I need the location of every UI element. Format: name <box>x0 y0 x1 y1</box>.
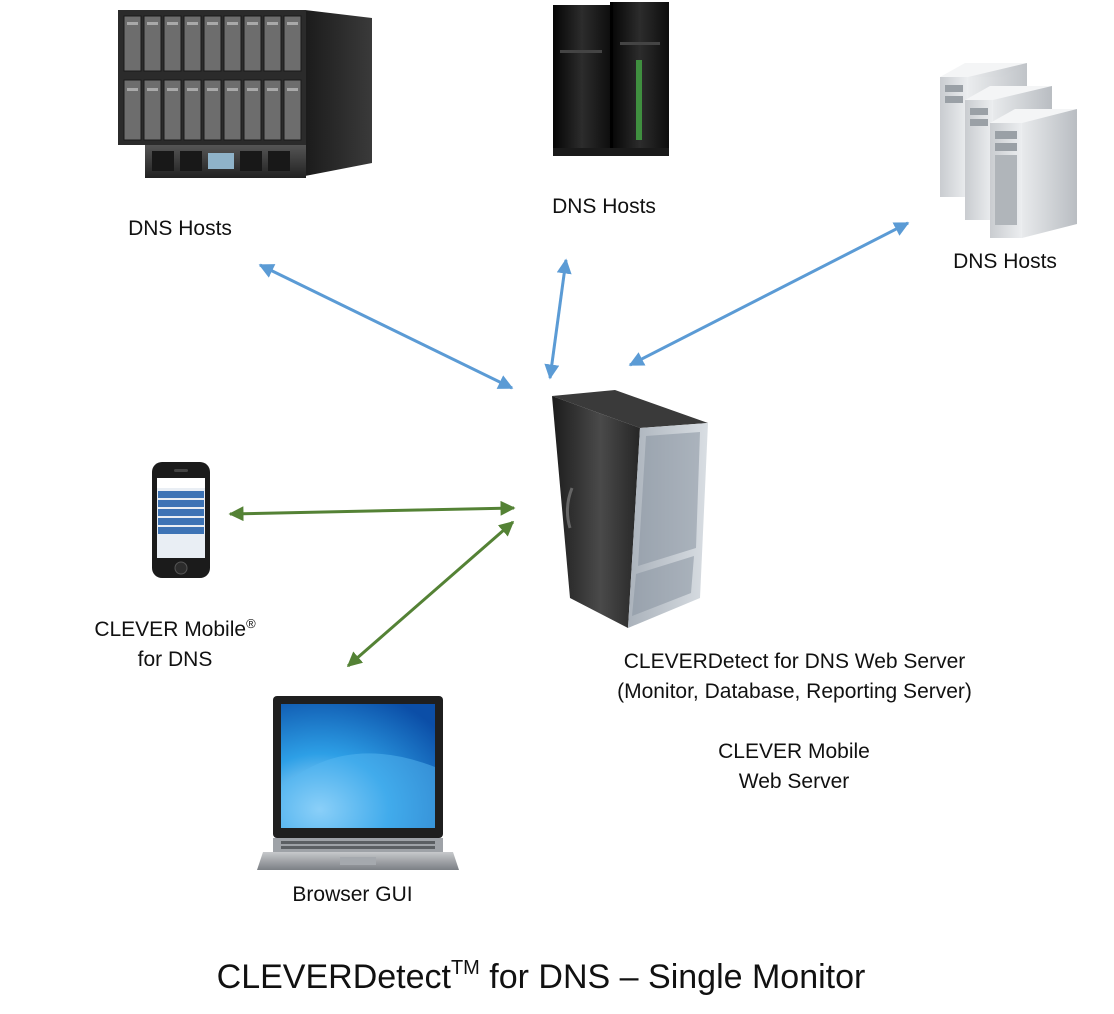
mobile-label-line1: CLEVER Mobile <box>94 618 247 641</box>
web-server-tower-icon <box>552 390 708 628</box>
title-prefix: CLEVERDetect <box>216 958 451 996</box>
mobile-phone-icon <box>152 462 210 578</box>
blade-hosts-label: DNS Hosts <box>128 217 232 240</box>
mobile-server-line1: CLEVER Mobile <box>718 740 870 763</box>
mobile-client-label: CLEVER Mobile® for DNS <box>70 609 280 675</box>
arrow-server-mainframe-hosts <box>544 258 572 380</box>
mobile-server-line2: Web Server <box>738 770 850 793</box>
rack-hosts-label: DNS Hosts <box>953 250 1057 273</box>
server-label: CLEVERDetect for DNS Web Server (Monitor… <box>592 647 997 707</box>
blade-server-enclosure-icon <box>118 10 372 178</box>
title-trademark: TM <box>450 957 480 979</box>
diagram-title: CLEVERDetectTM for DNS – Single Monitor <box>0 945 1082 1000</box>
title-suffix: for DNS – Single Monitor <box>479 958 866 996</box>
mobile-label-line2: for DNS <box>137 648 213 671</box>
rack-servers-icon <box>940 63 1077 238</box>
server-label-line1: CLEVERDetect for DNS Web Server <box>623 650 966 673</box>
server-label-line2: (Monitor, Database, Reporting Server) <box>617 680 972 703</box>
arrow-server-blade-hosts <box>258 263 514 390</box>
mainframe-hosts-label: DNS Hosts <box>552 195 656 218</box>
arrow-server-rack-hosts <box>628 221 910 367</box>
mainframe-server-icon <box>553 2 669 156</box>
browser-gui-label: Browser GUI <box>292 883 413 906</box>
registered-mark: ® <box>246 616 256 631</box>
laptop-browser-icon <box>257 696 459 870</box>
mobile-web-server-label: CLEVER Mobile Web Server <box>694 737 894 797</box>
arrow-server-mobile <box>228 500 516 522</box>
arrow-server-browser <box>346 520 515 668</box>
